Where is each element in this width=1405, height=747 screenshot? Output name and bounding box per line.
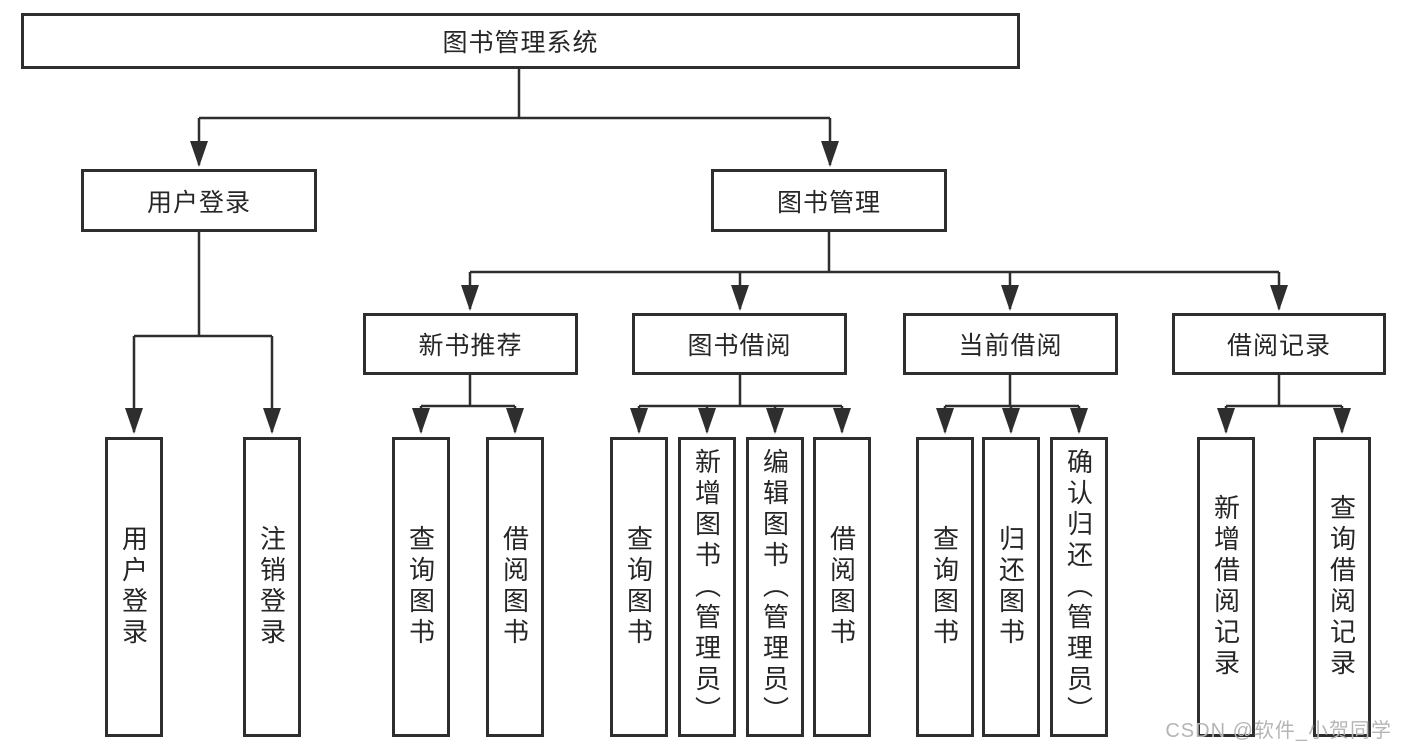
leaf-logout: 注销登录 [243, 437, 301, 737]
node-root-system: 图书管理系统 [21, 13, 1020, 69]
leaf-add-borrow-record: 新增借阅记录 [1197, 437, 1255, 737]
leaf-confirm-return-admin: 确认归还（管理员） [1050, 437, 1108, 737]
leaf-borrow-book-recommend: 借阅图书 [486, 437, 544, 737]
connector-arrowheads [125, 141, 1351, 434]
node-user-login: 用户登录 [81, 169, 317, 232]
node-book-borrowing: 图书借阅 [632, 313, 847, 375]
node-book-management: 图书管理 [711, 169, 947, 232]
connector-lines [132, 69, 1344, 432]
node-new-book-recommend: 新书推荐 [363, 313, 578, 375]
csdn-watermark: CSDN @软件_小贺同学 [1165, 720, 1392, 742]
leaf-query-book-current: 查询图书 [916, 437, 974, 737]
leaf-query-book-recommend: 查询图书 [392, 437, 450, 737]
leaf-user-login: 用户登录 [105, 437, 163, 737]
node-borrowing-records: 借阅记录 [1172, 313, 1386, 375]
leaf-return-book: 归还图书 [982, 437, 1040, 737]
node-current-borrowing: 当前借阅 [903, 313, 1118, 375]
leaf-add-book-admin: 新增图书（管理员） [678, 437, 736, 737]
leaf-query-borrow-record: 查询借阅记录 [1313, 437, 1371, 737]
leaf-edit-book-admin: 编辑图书（管理员） [746, 437, 804, 737]
leaf-query-book-borrowing: 查询图书 [610, 437, 668, 737]
leaf-borrow-book: 借阅图书 [813, 437, 871, 737]
